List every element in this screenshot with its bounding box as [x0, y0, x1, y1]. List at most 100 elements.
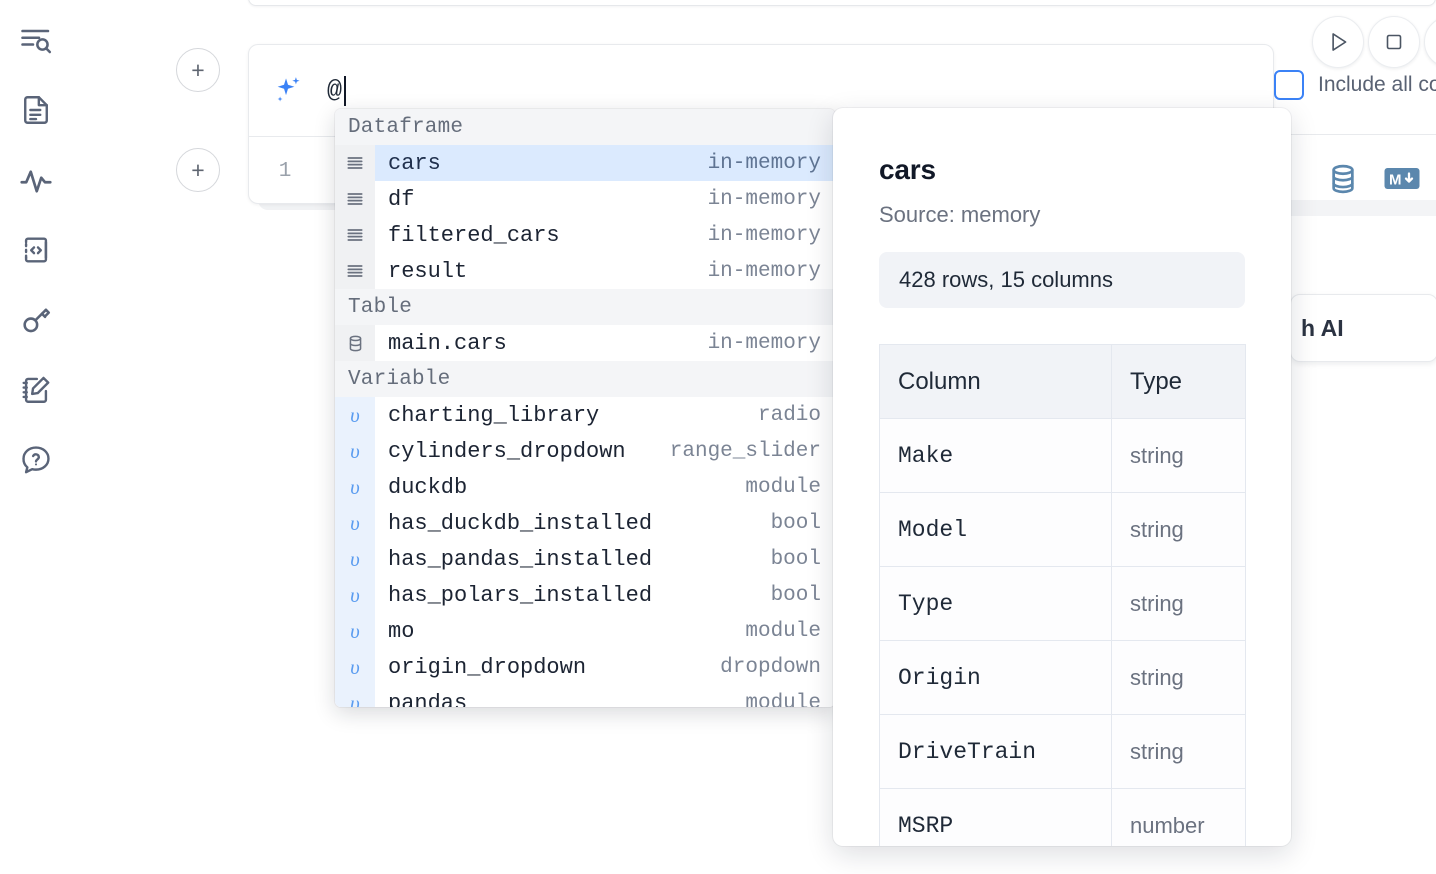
- detail-column-type: string: [1111, 566, 1246, 641]
- include-all-code-control[interactable]: Include all code: [1274, 70, 1436, 100]
- secrets-key-icon[interactable]: [12, 296, 60, 344]
- autocomplete-item[interactable]: main.cars in-memory: [335, 325, 835, 361]
- ai-prompt-input[interactable]: @: [327, 71, 346, 111]
- autocomplete-item-type: in-memory: [707, 223, 821, 247]
- autocomplete-item-name: mo: [388, 618, 415, 644]
- variable-icon: υ: [335, 685, 375, 707]
- autocomplete-item-name: cars: [388, 150, 441, 176]
- autocomplete-item[interactable]: υ has_pandas_installed bool: [335, 541, 835, 577]
- cell-output-divider: [1176, 134, 1436, 135]
- snippets-icon[interactable]: [12, 226, 60, 274]
- autocomplete-item-name: df: [388, 186, 415, 212]
- autocomplete-item-type: in-memory: [707, 187, 821, 211]
- autocomplete-item[interactable]: filtered_cars in-memory: [335, 217, 835, 253]
- include-all-code-checkbox[interactable]: [1274, 70, 1304, 100]
- more-options-button[interactable]: [1424, 16, 1436, 68]
- autocomplete-item-name: filtered_cars: [388, 222, 560, 248]
- outline-search-icon[interactable]: [12, 16, 60, 64]
- text-caret: [343, 75, 346, 106]
- activity-icon[interactable]: [12, 156, 60, 204]
- autocomplete-item-name: main.cars: [388, 330, 507, 356]
- detail-column-type: string: [1111, 640, 1246, 715]
- autocomplete-group-header: Table: [335, 289, 835, 325]
- autocomplete-item-name: has_duckdb_installed: [388, 510, 653, 536]
- svg-text:M: M: [1389, 172, 1402, 189]
- detail-shape-badge: 428 rows, 15 columns: [879, 252, 1245, 308]
- autocomplete-item-type: in-memory: [707, 151, 821, 175]
- help-icon[interactable]: [12, 436, 60, 484]
- include-all-code-label: Include all code: [1318, 73, 1436, 96]
- autocomplete-item-name: has_polars_installed: [388, 582, 653, 608]
- cell-output-icons: M: [1326, 162, 1420, 201]
- autocomplete-item-name: cylinders_dropdown: [388, 438, 626, 464]
- autocomplete-item-type: bool: [770, 583, 821, 607]
- autocomplete-item-name: duckdb: [388, 474, 468, 500]
- autocomplete-item[interactable]: υ has_polars_installed bool: [335, 577, 835, 613]
- autocomplete-item-type: bool: [770, 511, 821, 535]
- autocomplete-group-header: Variable: [335, 361, 835, 397]
- autocomplete-item-type: range_slider: [669, 439, 821, 463]
- variable-icon: υ: [335, 613, 375, 649]
- database-icon[interactable]: [1326, 162, 1360, 201]
- autocomplete-item-type: in-memory: [707, 331, 821, 355]
- variable-icon: υ: [335, 541, 375, 577]
- add-cell-button-above[interactable]: +: [176, 48, 220, 92]
- autocomplete-item-name: origin_dropdown: [388, 654, 587, 680]
- detail-column-name: MSRP: [879, 788, 1112, 846]
- variable-icon: υ: [335, 397, 375, 433]
- ai-prompt-value: @: [327, 76, 343, 105]
- autocomplete-item-type: radio: [757, 403, 821, 427]
- detail-title: cars: [879, 154, 936, 185]
- detail-table-header: Column: [879, 344, 1112, 419]
- variable-icon: υ: [335, 433, 375, 469]
- autocomplete-item[interactable]: υ cylinders_dropdown range_slider: [335, 433, 835, 469]
- autocomplete-item-name: charting_library: [388, 402, 600, 428]
- detail-column-type: string: [1111, 714, 1246, 789]
- detail-column-name: Origin: [879, 640, 1112, 715]
- autocomplete-item[interactable]: cars in-memory: [335, 145, 835, 181]
- autocomplete-item[interactable]: df in-memory: [335, 181, 835, 217]
- generate-with-ai-button[interactable]: h AI: [1290, 294, 1436, 362]
- detail-table-header: Type: [1111, 344, 1246, 419]
- table-icon: [335, 325, 375, 361]
- detail-column-name: Make: [879, 418, 1112, 493]
- autocomplete-item-type: in-memory: [707, 259, 821, 283]
- variable-icon: υ: [335, 649, 375, 685]
- autocomplete-item-name: has_pandas_installed: [388, 546, 653, 572]
- variable-icon: υ: [335, 577, 375, 613]
- scratchpad-icon[interactable]: [12, 366, 60, 414]
- autocomplete-item-type: bool: [770, 547, 821, 571]
- previous-cell-card[interactable]: [248, 0, 1436, 6]
- autocomplete-item-type: module: [745, 619, 821, 643]
- variable-icon: υ: [335, 505, 375, 541]
- autocomplete-item[interactable]: υ charting_library radio: [335, 397, 835, 433]
- autocomplete-item-type: module: [745, 475, 821, 499]
- autocomplete-item[interactable]: υ has_duckdb_installed bool: [335, 505, 835, 541]
- stop-button[interactable]: [1368, 16, 1420, 68]
- markdown-icon[interactable]: M: [1384, 166, 1420, 197]
- variable-icon: υ: [335, 469, 375, 505]
- run-button[interactable]: [1312, 16, 1364, 68]
- dataframe-detail-popover: cars Source: memory 428 rows, 15 columns…: [833, 108, 1291, 846]
- sparkle-ai-icon: [271, 74, 305, 108]
- left-icon-rail: [0, 0, 72, 874]
- code-editor-row[interactable]: 1: [249, 137, 1275, 205]
- line-number: 1: [278, 159, 292, 183]
- detail-column-type: number: [1111, 788, 1246, 846]
- add-cell-button-below[interactable]: +: [176, 148, 220, 192]
- dataframe-icon: [335, 145, 375, 181]
- file-explorer-icon[interactable]: [12, 86, 60, 134]
